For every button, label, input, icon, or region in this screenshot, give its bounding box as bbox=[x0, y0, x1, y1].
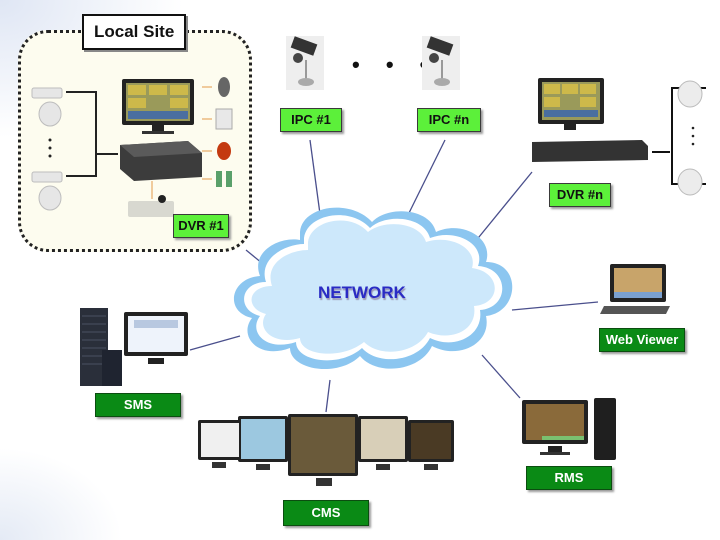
cms-monitors-icon bbox=[198, 414, 454, 486]
sms-server-icon bbox=[80, 308, 188, 386]
link-ipc1 bbox=[309, 139, 321, 215]
webviewer-label: Web Viewer bbox=[599, 328, 685, 352]
link-dvrn bbox=[469, 171, 533, 249]
local-site-title: Local Site bbox=[82, 14, 187, 50]
network-cloud bbox=[233, 207, 513, 370]
link-rms bbox=[481, 354, 521, 399]
cms-label: CMS bbox=[283, 500, 369, 526]
link-cms bbox=[325, 379, 331, 413]
dvrn-equipment-icon bbox=[532, 78, 706, 196]
ptz-camera-icons bbox=[31, 87, 118, 211]
ipcn-camera-icon bbox=[422, 36, 460, 90]
webviewer-laptop-icon bbox=[600, 264, 670, 314]
sms-label: SMS bbox=[95, 393, 181, 417]
network-label: NETWORK bbox=[318, 283, 406, 302]
ipc1-camera-icon bbox=[286, 36, 324, 90]
dvr1-equipment-icon bbox=[120, 77, 233, 217]
rms-desktop-icon bbox=[522, 398, 616, 460]
link-sms bbox=[189, 335, 241, 351]
rms-label: RMS bbox=[526, 466, 612, 490]
dvrn-label: DVR #n bbox=[549, 183, 611, 207]
ipc-ellipsis: • • • bbox=[352, 52, 438, 77]
link-webviewer bbox=[511, 301, 599, 311]
ipcn-label: IPC #n bbox=[417, 108, 481, 132]
link-ipcn bbox=[407, 139, 446, 216]
dvr1-label: DVR #1 bbox=[173, 214, 229, 238]
ipc1-label: IPC #1 bbox=[280, 108, 342, 132]
